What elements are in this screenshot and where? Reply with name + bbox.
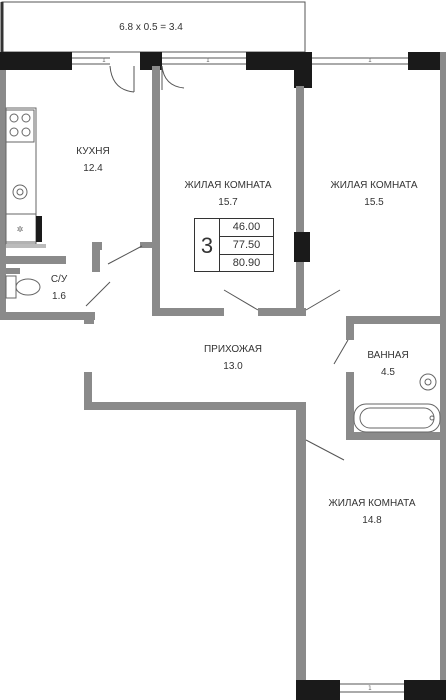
svg-text:1: 1 xyxy=(102,57,106,64)
total-area: 77.50 xyxy=(220,237,273,255)
balcony-label: 6.8 x 0.5 = 3.4 xyxy=(119,22,183,33)
kitchen-name: КУХНЯ xyxy=(76,146,110,157)
wc-area: 1.6 xyxy=(52,291,66,302)
living-area: 46.00 xyxy=(220,219,273,237)
bath-fixtures xyxy=(353,373,441,433)
bedroom-center-name: ЖИЛАЯ КОМНАТА xyxy=(184,180,272,191)
bathroom-area: 4.5 xyxy=(381,367,395,378)
bedroom-center-area: 15.7 xyxy=(218,197,238,208)
bedroom-bottom-name: ЖИЛАЯ КОМНАТА xyxy=(328,498,416,509)
interior-walls xyxy=(0,66,446,440)
bathroom-name: ВАННАЯ xyxy=(367,350,409,361)
outer-walls xyxy=(0,52,446,700)
kitchen-fixtures: ✲ xyxy=(5,107,46,248)
svg-text:1: 1 xyxy=(368,685,372,692)
doors xyxy=(85,65,349,461)
hallway-name: ПРИХОЖАЯ xyxy=(203,344,263,355)
hallway-area: 13.0 xyxy=(223,361,243,372)
room-count: 3 xyxy=(200,233,214,258)
apartment-summary-badge: 3 46.00 77.50 80.90 xyxy=(194,218,274,272)
total-with-balcony-area: 80.90 xyxy=(232,257,261,269)
bedroom-right-area: 15.5 xyxy=(364,197,384,208)
wc-toilet xyxy=(5,268,41,299)
window-ticks: 1 1 1 1 xyxy=(102,57,372,692)
svg-text:1: 1 xyxy=(368,57,372,64)
kitchen-area: 12.4 xyxy=(83,163,103,174)
wc-name: С/У xyxy=(50,274,68,285)
bedroom-bottom-area: 14.8 xyxy=(362,515,382,526)
svg-text:✲: ✲ xyxy=(17,225,24,234)
bedroom-right-name: ЖИЛАЯ КОМНАТА xyxy=(330,180,418,191)
area-values: 46.00 77.50 80.90 xyxy=(219,219,273,271)
svg-text:1: 1 xyxy=(206,57,210,64)
windows xyxy=(72,57,408,693)
